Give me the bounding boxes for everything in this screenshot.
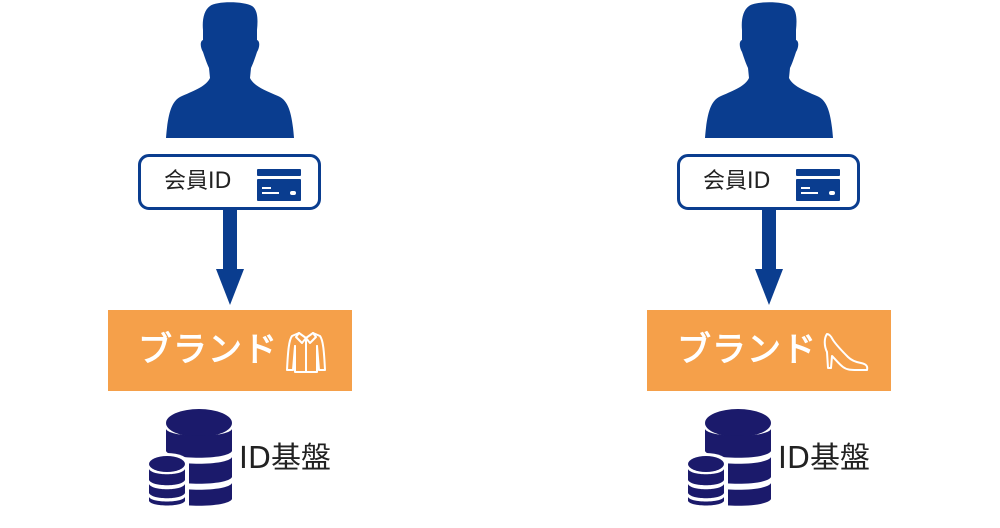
member-id-label: 会員ID xyxy=(164,169,232,194)
flow-column-left: 会員ID ブランド xyxy=(0,0,460,528)
database-icon xyxy=(685,409,771,507)
flow-column-right: 会員ID ブランド ID基盤 xyxy=(539,0,999,528)
member-id-label: 会員ID xyxy=(703,169,771,194)
id-card-icon xyxy=(796,169,840,201)
id-card-icon xyxy=(257,169,301,201)
brand-label: ブランド xyxy=(677,330,817,370)
shirt-icon xyxy=(286,332,326,373)
high-heel-shoe-icon xyxy=(823,333,869,371)
arrow-down-icon xyxy=(216,207,244,305)
id-platform-label: ID基盤 xyxy=(778,441,870,476)
id-platform-label: ID基盤 xyxy=(239,441,331,476)
brand-box: ブランド xyxy=(647,310,891,391)
brand-box: ブランド xyxy=(108,310,352,391)
member-id-box: 会員ID xyxy=(138,154,321,210)
person-silhouette-icon xyxy=(166,2,294,138)
member-id-box: 会員ID xyxy=(677,154,860,210)
database-icon xyxy=(146,409,232,507)
brand-label: ブランド xyxy=(138,330,278,370)
person-silhouette-icon xyxy=(705,2,833,138)
arrow-down-icon xyxy=(755,207,783,305)
